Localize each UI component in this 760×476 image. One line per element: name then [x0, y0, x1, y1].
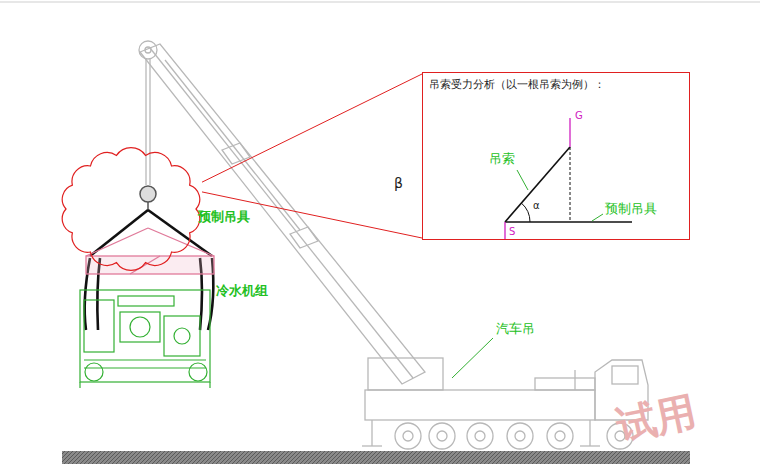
- crane-truck: [467, 423, 493, 449]
- crane-truck: [547, 423, 573, 449]
- force-sketch: [521, 203, 530, 222]
- hoist-rope: [149, 58, 150, 185]
- chiller-unit: [80, 290, 210, 388]
- crane-boom: [145, 47, 151, 53]
- crane-truck: [403, 431, 413, 441]
- node-text: 预制吊具: [198, 210, 250, 225]
- hook: [147, 202, 149, 210]
- force-sketch: [570, 147, 571, 222]
- cloud-outline: [60, 148, 202, 270]
- chiller-unit: [84, 300, 114, 352]
- force-sketch: [505, 118, 632, 240]
- part-name: 汽车吊: [496, 322, 535, 337]
- chiller-unit: [120, 312, 160, 342]
- crane-truck: [362, 445, 382, 446]
- crane-truck: [589, 420, 590, 446]
- chiller-unit: [189, 363, 207, 381]
- force-label: G: [575, 110, 583, 122]
- force-sketch: [569, 118, 570, 147]
- crane-truck: [395, 423, 421, 449]
- force-sketch: [517, 170, 528, 190]
- page-top-line: [0, 2, 760, 3]
- chiller-unit: [118, 296, 174, 306]
- crane-truck: [535, 378, 595, 390]
- chiller-unit: [209, 382, 210, 388]
- crane-boom: [165, 60, 300, 230]
- ground-bar: [62, 451, 690, 464]
- angle-symbol: α: [533, 200, 540, 212]
- chiller-unit: [174, 328, 190, 344]
- crane-truck: [368, 358, 443, 390]
- crane-truck: [515, 431, 525, 441]
- crane-truck: [612, 366, 638, 384]
- leader-line: [452, 338, 493, 378]
- crane-truck: [580, 445, 600, 446]
- crane-boom: [140, 44, 425, 384]
- crane-truck: [371, 420, 372, 446]
- crane-truck: [555, 431, 565, 441]
- crane-boom: [139, 41, 425, 384]
- part-name: 吊索: [489, 152, 515, 167]
- chiller-unit: [164, 316, 200, 356]
- part-name: 冷水机组: [216, 284, 268, 299]
- spreader-beam: [148, 228, 214, 256]
- crane-boom: [139, 41, 157, 59]
- crane-truck: [362, 358, 648, 449]
- crane-truck: [574, 370, 575, 390]
- force-sketch: [505, 221, 632, 223]
- angle-symbol: β: [394, 175, 403, 191]
- crane-truck: [365, 390, 595, 420]
- crane-boom: [290, 227, 318, 248]
- chiller-unit: [85, 363, 103, 381]
- spreader-beam: [86, 228, 214, 274]
- chiller-unit: [84, 359, 206, 360]
- hook: [140, 186, 156, 202]
- node-text: 吊索受力分析（以一根吊索为例）：: [429, 79, 605, 92]
- force-sketch: [504, 222, 505, 240]
- force-sketch: [592, 214, 603, 221]
- hoist-rope: [145, 58, 146, 185]
- hook: [140, 186, 156, 210]
- watermark: 试用: [612, 387, 700, 449]
- crane-truck: [475, 431, 485, 441]
- slings: [90, 210, 148, 256]
- crane-truck: [507, 423, 533, 449]
- chiller-unit: [80, 290, 210, 382]
- chiller-unit: [130, 317, 150, 337]
- cloud-outline: [62, 148, 200, 271]
- part-name: 预制吊具: [605, 202, 657, 217]
- crane-truck: [437, 431, 447, 441]
- spreader-beam: [86, 228, 148, 256]
- chiller-unit: [79, 382, 80, 388]
- callout-cloud: 预制吊具: [60, 148, 202, 270]
- force-label: S: [509, 226, 515, 238]
- crane-truck: [429, 423, 455, 449]
- hoist-rope: [146, 58, 150, 185]
